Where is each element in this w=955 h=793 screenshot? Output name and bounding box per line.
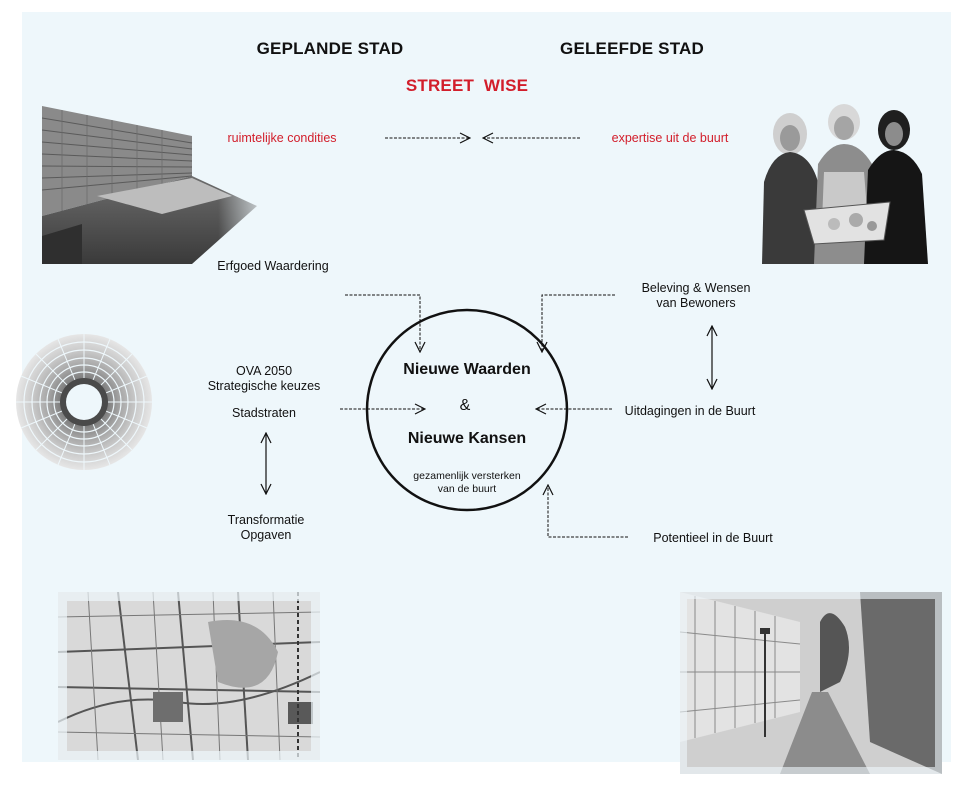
- arrow-potentieel: [548, 485, 628, 538]
- street-wise-title: STREET WISE: [405, 76, 529, 95]
- residents-photo: [752, 92, 937, 264]
- transformatie-label-line1: Transformatie: [227, 513, 305, 527]
- nieuwe-kansen-label: Nieuwe Kansen: [407, 430, 527, 447]
- transformatie-label-line2: Opgaven: [240, 528, 292, 542]
- versterken-label-line1: gezamenlijk versterken: [413, 470, 521, 482]
- stadstraten-label: Stadstraten: [232, 406, 296, 420]
- urban-plan-map: [58, 592, 320, 760]
- lived-city-title: GELEEFDE STAD: [560, 39, 704, 58]
- versterken-label-line2: van de buurt: [437, 483, 497, 495]
- expertise-buurt-label: expertise uit de buurt: [611, 131, 729, 145]
- street-photo: [680, 592, 942, 774]
- beleving-label-line2: van Bewoners: [656, 296, 736, 310]
- arrow-erfgoed: [345, 294, 420, 352]
- uitdagingen-label: Uitdagingen in de Buurt: [624, 404, 756, 418]
- ova-label-line1: OVA 2050: [235, 364, 293, 378]
- center-circle: [365, 308, 569, 512]
- beleving-label-line1: Beleving & Wensen: [641, 281, 751, 295]
- ova-label-line2: Strategische keuzes: [207, 379, 321, 393]
- erfgoed-label: Erfgoed Waardering: [217, 259, 329, 273]
- circular-diagram-image: [14, 332, 154, 472]
- apartment-block-photo: [42, 96, 277, 264]
- arrow-beleving: [542, 294, 615, 352]
- ampersand-label: &: [459, 397, 471, 414]
- nieuwe-waarden-label: Nieuwe Waarden: [403, 361, 531, 378]
- potentieel-label: Potentieel in de Buurt: [653, 531, 773, 545]
- ruimtelijke-condities-label: ruimtelijke condities: [227, 131, 337, 145]
- planned-city-title: GEPLANDE STAD: [256, 39, 404, 58]
